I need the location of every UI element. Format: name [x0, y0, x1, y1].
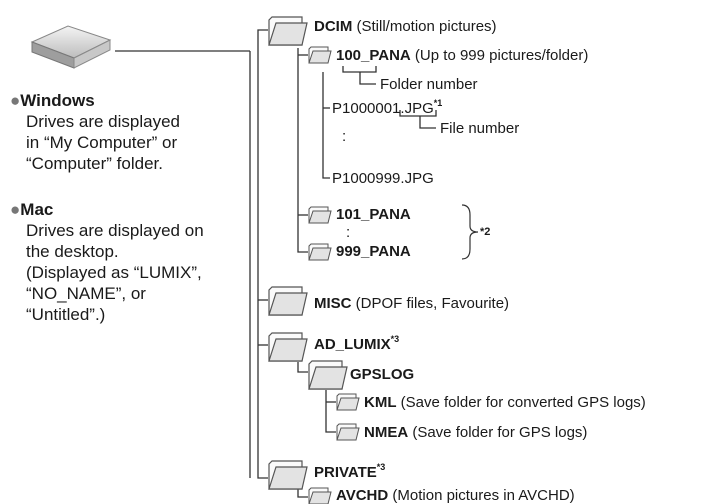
- mac-line-3: (Displayed as “LUMIX”,: [26, 263, 202, 282]
- windows-heading: ●Windows: [10, 91, 95, 110]
- file-ellipsis-colon: :: [342, 128, 347, 145]
- gpslog-label: GPSLOG: [350, 366, 415, 383]
- mac-line-4: “NO_NAME”, or: [26, 284, 146, 303]
- folder-number-label: Folder number: [380, 76, 478, 93]
- mac-line-5: “Untitled”.): [26, 305, 106, 324]
- avchd-label: AVCHD (Motion pictures in AVCHD): [336, 487, 575, 504]
- folder-icon-gpslog: [308, 360, 348, 390]
- drive-icon: [30, 25, 112, 69]
- misc-label: MISC (DPOF files, Favourite): [314, 295, 510, 312]
- note-2-marker: *2: [480, 226, 491, 238]
- mac-heading: ●Mac: [10, 200, 54, 219]
- dcim-label: DCIM (Still/motion pictures): [314, 18, 497, 35]
- mac-line-2: the desktop.: [26, 242, 119, 261]
- folder-icon-999-pana: [308, 243, 332, 261]
- file-first-label: P1000001.JPG*1: [332, 98, 443, 117]
- folder-icon-dcim: [268, 16, 308, 46]
- windows-line-3: “Computer” folder.: [26, 154, 163, 173]
- ad-lumix-label: AD_LUMIX*3: [314, 334, 400, 353]
- pana999-label: 999_PANA: [336, 243, 411, 260]
- folder-icon-avchd: [308, 487, 332, 504]
- folder-icon-ad-lumix: [268, 332, 308, 362]
- private-label: PRIVATE*3: [314, 462, 386, 481]
- file-last-label: P1000999.JPG: [332, 170, 434, 187]
- file-number-label: File number: [440, 120, 520, 137]
- kml-label: KML (Save folder for converted GPS logs): [364, 394, 646, 411]
- mac-line-1: Drives are displayed on: [26, 221, 204, 240]
- windows-line-2: in “My Computer” or: [26, 133, 178, 152]
- pana100-label: 100_PANA (Up to 999 pictures/folder): [336, 47, 589, 64]
- folder-icon-100-pana: [308, 46, 332, 64]
- folder-icon-private: [268, 460, 308, 490]
- nmea-label: NMEA (Save folder for GPS logs): [364, 424, 588, 441]
- pana-ellipsis-colon: :: [346, 224, 351, 241]
- pana101-label: 101_PANA: [336, 206, 411, 223]
- folder-icon-101-pana: [308, 206, 332, 224]
- folder-icon-kml: [336, 393, 360, 411]
- folder-icon-nmea: [336, 423, 360, 441]
- windows-line-1: Drives are displayed: [26, 112, 181, 131]
- folder-icon-misc: [268, 286, 308, 316]
